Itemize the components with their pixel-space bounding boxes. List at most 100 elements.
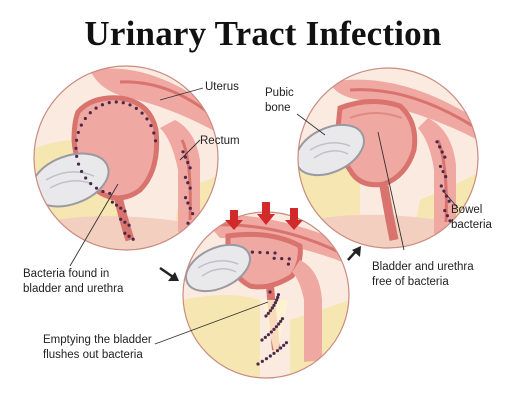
bacterium-dot bbox=[131, 237, 135, 241]
bacterium-dot bbox=[443, 155, 447, 159]
bacterium-dot bbox=[123, 220, 127, 224]
bacterium-dot bbox=[280, 256, 284, 261]
label-bacteria-found-2: bladder and urethra bbox=[23, 283, 124, 295]
bacterium-dot bbox=[277, 322, 281, 326]
label-bowel-1: Bowel bbox=[451, 204, 482, 216]
bacterium-dot bbox=[94, 186, 99, 190]
bacterium-dot bbox=[114, 203, 119, 207]
bacterium-dot bbox=[272, 327, 276, 331]
bacteria-dots-flushing bbox=[250, 250, 291, 366]
label-rectum: Rectum bbox=[200, 135, 240, 147]
bacterium-dot bbox=[284, 341, 289, 345]
bacterium-dot bbox=[250, 250, 254, 254]
bacterium-dot bbox=[134, 106, 138, 111]
bacterium-dot bbox=[268, 354, 272, 358]
bacterium-dot bbox=[440, 150, 444, 154]
flow-arrow-icon bbox=[159, 266, 179, 281]
bacterium-dot bbox=[89, 182, 93, 186]
bacterium-dot bbox=[123, 231, 127, 235]
leader-lines bbox=[69, 87, 459, 345]
bacterium-dot bbox=[264, 314, 268, 318]
bacterium-dot bbox=[435, 140, 439, 144]
bacterium-dot bbox=[273, 301, 278, 305]
bacterium-dot bbox=[153, 139, 158, 143]
bacterium-dot bbox=[444, 175, 448, 179]
bacterium-dot bbox=[280, 317, 285, 321]
bacterium-dot bbox=[272, 303, 276, 307]
bacterium-dot bbox=[279, 319, 283, 323]
bacterium-dot bbox=[265, 251, 270, 255]
bacterium-dot bbox=[110, 200, 114, 204]
bacterium-dot bbox=[443, 208, 447, 213]
bacterium-dot bbox=[270, 306, 274, 310]
bacterium-dot bbox=[181, 150, 185, 154]
bacteria-dots-infected bbox=[74, 100, 195, 241]
bacterium-dot bbox=[127, 223, 131, 227]
bacterium-dot bbox=[276, 293, 281, 297]
bacterium-dot bbox=[84, 176, 88, 180]
infected-anatomy-panel bbox=[33, 65, 219, 251]
bacterium-dot bbox=[260, 338, 264, 342]
pressure-arrow-icon bbox=[225, 202, 303, 230]
bacterium-dot bbox=[269, 330, 273, 334]
bacterium-dot bbox=[128, 103, 132, 107]
bacterium-dot bbox=[183, 155, 187, 159]
bacterium-dot bbox=[149, 123, 153, 128]
bacterium-dot bbox=[76, 130, 80, 135]
bacterium-dot bbox=[107, 101, 111, 105]
bacterium-dot bbox=[442, 189, 446, 193]
label-bladder-free-2: free of bacteria bbox=[372, 276, 449, 288]
bacterium-dot bbox=[282, 343, 286, 347]
bacterium-dot bbox=[276, 295, 280, 299]
bacterium-dot bbox=[188, 206, 192, 210]
label-uterus: Uterus bbox=[205, 81, 239, 93]
bacterium-dot bbox=[74, 138, 79, 142]
bacterium-dot bbox=[274, 325, 279, 329]
bacterium-dot bbox=[268, 290, 272, 294]
emptying-anatomy-panel bbox=[182, 202, 350, 379]
bacterium-dot bbox=[79, 123, 83, 127]
bacterium-dot bbox=[145, 117, 149, 121]
bacterium-dot bbox=[186, 160, 190, 165]
bacterium-dot bbox=[445, 214, 449, 218]
bacterium-dot bbox=[94, 106, 98, 110]
label-pubic-2: bone bbox=[265, 102, 291, 114]
bacterium-dot bbox=[264, 357, 269, 361]
bacterium-dot bbox=[186, 221, 190, 225]
bacterium-dot bbox=[263, 335, 267, 339]
bacterium-dot bbox=[275, 298, 279, 302]
bacterium-dot bbox=[83, 116, 87, 121]
bacterium-dot bbox=[152, 131, 156, 135]
bacterium-dot bbox=[183, 196, 188, 200]
bacterium-dot bbox=[140, 111, 144, 115]
bacterium-dot bbox=[256, 362, 260, 366]
bacterium-dot bbox=[186, 181, 190, 185]
bacterium-dot bbox=[272, 256, 276, 260]
label-bacteria-found-1: Bacteria found in bbox=[23, 268, 109, 280]
bacterium-dot bbox=[74, 146, 78, 150]
bacterium-dot bbox=[273, 251, 277, 255]
label-pubic-1: Pubic bbox=[265, 87, 294, 99]
bacterium-dot bbox=[191, 212, 195, 216]
page-title: Urinary Tract Infection bbox=[84, 14, 442, 53]
bacterium-dot bbox=[260, 359, 264, 363]
bacterium-dot bbox=[438, 164, 443, 169]
bacterium-dot bbox=[287, 257, 291, 261]
bacterium-dot bbox=[258, 250, 262, 255]
bacterium-dot bbox=[439, 184, 443, 188]
bacterium-dot bbox=[286, 262, 290, 266]
bacterium-dot bbox=[272, 351, 276, 355]
bacterium-dot bbox=[447, 199, 451, 203]
label-bowel-2: bacteria bbox=[451, 219, 493, 231]
bacterium-dot bbox=[268, 309, 273, 313]
bacterium-dot bbox=[186, 201, 190, 205]
bacterium-dot bbox=[121, 101, 125, 105]
bacterium-dot bbox=[448, 219, 452, 223]
bacterium-dot bbox=[123, 209, 127, 213]
bacterium-dot bbox=[75, 154, 79, 158]
bacterium-dot bbox=[127, 234, 131, 238]
bacterium-dot bbox=[266, 311, 270, 315]
label-emptying-1: Emptying the bladder bbox=[43, 334, 152, 346]
label-emptying-2: flushes out bacteria bbox=[43, 349, 143, 361]
